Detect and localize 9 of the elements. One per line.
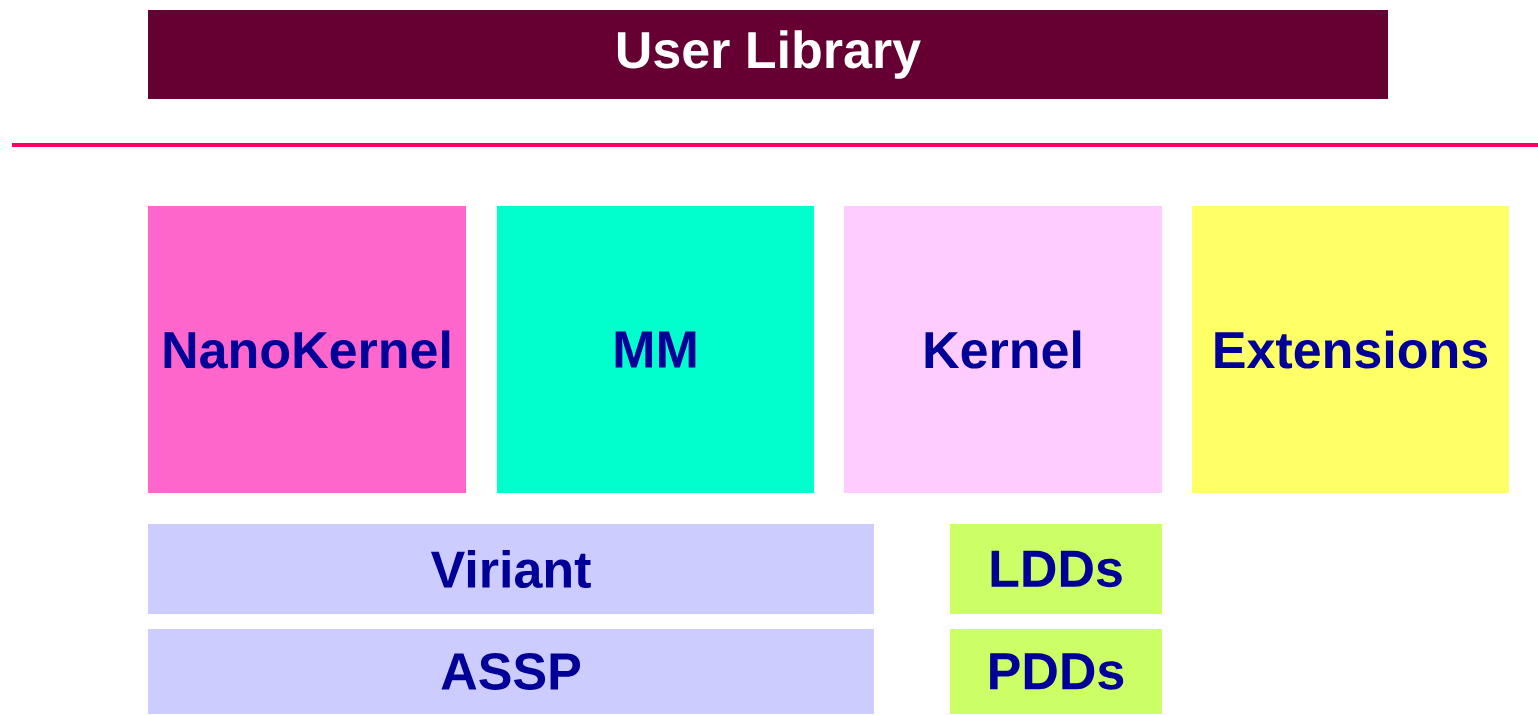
layer-bar: User Library	[148, 10, 1388, 99]
driver-box: LDDs	[950, 524, 1162, 614]
layer-bar: ASSP	[148, 629, 874, 714]
driver-box: PDDs	[950, 629, 1162, 714]
component-box: Kernel	[844, 206, 1162, 493]
component-box: Extensions	[1192, 206, 1509, 493]
component-box: MM	[497, 206, 814, 493]
layer-bar: Viriant	[148, 524, 874, 614]
component-box: NanoKernel	[148, 206, 466, 493]
